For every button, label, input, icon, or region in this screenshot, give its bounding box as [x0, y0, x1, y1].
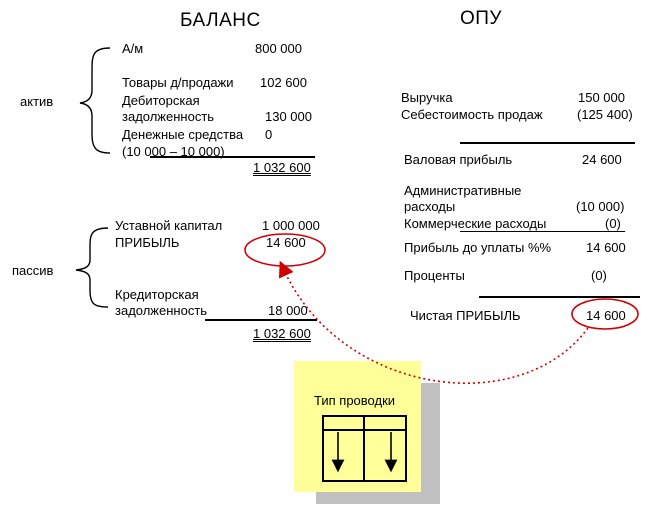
opu-pretax-label: Прибыль до уплаты %% [404, 240, 552, 255]
opu-gross-rule [460, 142, 635, 144]
liabilities-brace [75, 227, 109, 308]
opu-interest-value: (0) [591, 268, 607, 283]
asset-car-value: 800 000 [255, 41, 302, 56]
liabilities-label: пассив [12, 263, 54, 278]
opu-gross-label: Валовая прибыль [404, 152, 513, 167]
opu-net-rule [479, 296, 640, 298]
opu-interest-label: Проценты [404, 268, 465, 283]
asset-goods-value: 102 600 [260, 75, 307, 90]
opu-net-value: 14 600 [586, 308, 626, 323]
asset-receivables-label-2: задолженность [122, 109, 215, 124]
asset-cash-value: 0 [265, 127, 273, 142]
asset-cash-note: (10 000 – 10 000) [122, 144, 225, 159]
opu-revenue-label: Выручка [401, 90, 453, 105]
opu-admin-label-1: Административные [404, 183, 522, 198]
opu-title: ОПУ [460, 8, 503, 29]
entry-type-note [294, 361, 421, 492]
opu-commercial-rule [460, 231, 625, 232]
assets-total: 1 032 600 [253, 160, 311, 175]
note-title: Тип проводки [314, 393, 396, 408]
balance-title: БАЛАНС [180, 10, 261, 31]
opu-revenue-value: 150 000 [578, 90, 625, 105]
opu-commercial-value: (0) [605, 216, 621, 231]
asset-receivables-label-1: Дебиторская [122, 93, 200, 108]
liab-payables-label-1: Кредиторская [115, 287, 199, 302]
liab-capital-label: Уставной капитал [115, 218, 223, 233]
opu-gross-value: 24 600 [582, 152, 622, 167]
profit-transfer-arrow [278, 260, 589, 384]
asset-goods-label: Товары д/продажи [122, 75, 234, 90]
assets-total-rule [150, 156, 315, 158]
liab-total-rule [205, 319, 317, 321]
opu-admin-value: (10 000) [576, 199, 625, 214]
asset-car-label: А/м [122, 41, 144, 56]
liab-payables-label-2: задолженность [115, 303, 208, 318]
opu-pretax-value: 14 600 [586, 240, 626, 255]
assets-brace [79, 47, 111, 154]
opu-cogs-value: (125 400) [577, 107, 633, 122]
opu-cogs-label: Себестоимость продаж [401, 107, 543, 122]
asset-cash-label: Денежные средства [122, 127, 244, 142]
balance-profit-circle [244, 233, 326, 267]
liab-capital-value: 1 000 000 [262, 218, 320, 233]
liab-payables-value: 18 000 [268, 303, 308, 318]
opu-net-label: Чистая ПРИБЫЛЬ [410, 308, 521, 323]
liab-profit-label: ПРИБЫЛЬ [115, 235, 180, 250]
liab-total: 1 032 600 [253, 326, 311, 341]
t-account-icon [322, 415, 407, 482]
net-profit-circle [571, 298, 639, 330]
opu-commercial-label: Коммерческие расходы [404, 216, 547, 231]
asset-receivables-value: 130 000 [265, 109, 312, 124]
liab-profit-value: 14 600 [266, 235, 306, 250]
assets-label: актив [20, 94, 54, 109]
opu-admin-label-2: расходы [404, 199, 456, 214]
